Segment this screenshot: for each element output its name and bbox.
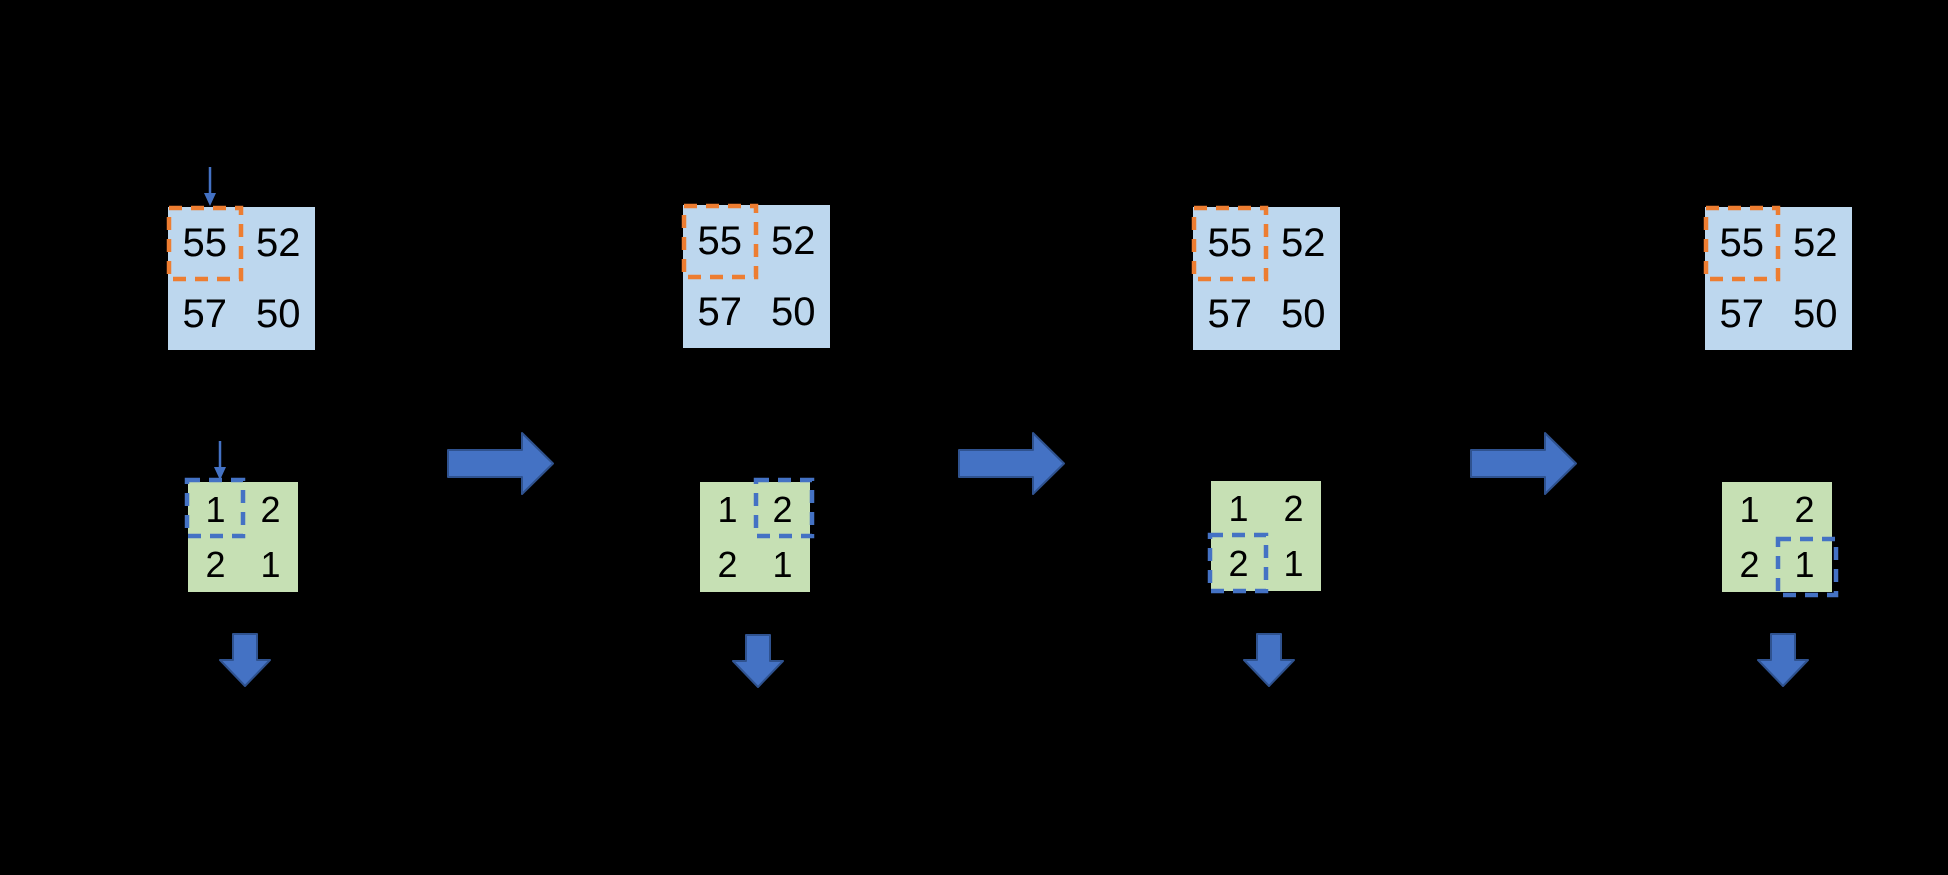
threshold-cell: 1 xyxy=(260,543,281,585)
orange-highlight-box xyxy=(681,203,759,280)
down-arrow-icon xyxy=(1757,633,1809,687)
image-cell: 52 xyxy=(771,218,816,263)
blue-highlight-box xyxy=(753,477,815,539)
threshold-cell: 2 xyxy=(1228,542,1249,584)
image-cell: 52 xyxy=(1281,220,1326,265)
threshold-cell: 1 xyxy=(717,488,738,530)
threshold-cell: 2 xyxy=(1283,487,1304,529)
right-arrow-icon xyxy=(447,432,554,495)
threshold-matrix: 1 2 2 1 xyxy=(700,482,810,592)
pointer-arrow-icon xyxy=(214,441,226,480)
threshold-cell: 1 xyxy=(1228,487,1249,529)
threshold-cell: 2 xyxy=(772,488,793,530)
image-cell: 57 xyxy=(1207,292,1253,337)
image-cell: 55 xyxy=(1719,220,1765,265)
image-cell: 50 xyxy=(1281,292,1326,337)
image-cell: 50 xyxy=(256,292,301,337)
image-cell: 55 xyxy=(1207,220,1253,265)
image-cell: 50 xyxy=(771,290,816,335)
threshold-cell: 1 xyxy=(1794,543,1815,585)
down-arrow-icon xyxy=(732,634,784,688)
image-cell: 57 xyxy=(697,290,743,335)
threshold-cell: 1 xyxy=(1283,542,1304,584)
blue-highlight-box xyxy=(184,477,246,539)
orange-highlight-box xyxy=(1191,205,1269,282)
threshold-cell: 1 xyxy=(205,488,226,530)
blue-highlight-box xyxy=(1207,532,1269,594)
image-cell: 55 xyxy=(697,218,743,263)
threshold-cell: 2 xyxy=(1739,543,1760,585)
orange-highlight-box xyxy=(1703,205,1781,282)
orange-highlight-box xyxy=(166,205,244,282)
threshold-matrix: 1 2 2 1 xyxy=(1722,482,1832,592)
image-cell: 50 xyxy=(1793,292,1838,337)
threshold-cell: 2 xyxy=(717,543,738,585)
threshold-cell: 1 xyxy=(772,543,793,585)
blue-highlight-box xyxy=(1775,536,1839,598)
right-arrow-icon xyxy=(1470,432,1577,495)
image-cell: 52 xyxy=(256,220,301,265)
pointer-arrow-icon xyxy=(204,167,216,206)
right-arrow-icon xyxy=(958,432,1065,495)
threshold-cell: 2 xyxy=(1794,488,1815,530)
image-cell: 55 xyxy=(182,220,228,265)
down-arrow-icon xyxy=(219,633,271,687)
threshold-cell: 1 xyxy=(1739,488,1760,530)
threshold-cell: 2 xyxy=(205,543,226,585)
image-cell: 57 xyxy=(182,292,228,337)
image-cell: 52 xyxy=(1793,220,1838,265)
image-cell: 57 xyxy=(1719,292,1765,337)
down-arrow-icon xyxy=(1243,633,1295,687)
threshold-cell: 2 xyxy=(260,488,281,530)
